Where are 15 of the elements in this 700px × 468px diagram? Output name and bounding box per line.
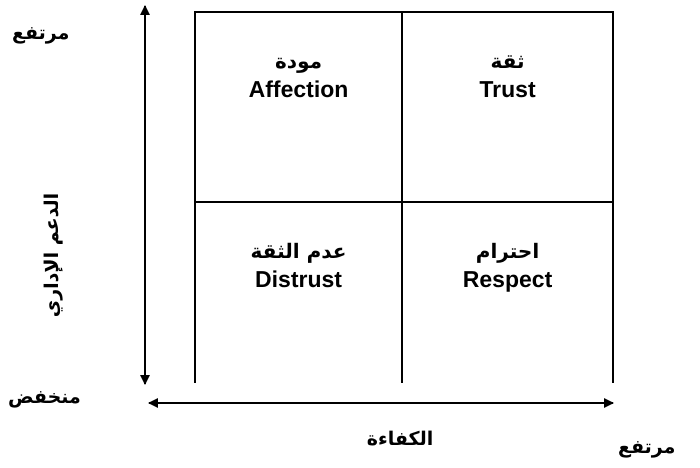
axis-label: الدعم الإداري [40,192,64,318]
axis-label: الكفاءة [366,427,434,452]
arabic-term: مودة [275,48,322,75]
arabic-term: عدم الثقة [250,238,346,265]
axis-label: مرتفع [12,21,70,46]
quadrant-cell [401,11,614,203]
arabic-term: احترام [476,238,540,265]
english-term: Distrust [255,265,342,293]
arabic-term: ثقة [490,48,525,75]
english-term: Respect [462,265,552,293]
english-term: Affection [248,75,348,103]
english-term: Trust [479,75,536,103]
axis-label: مرتفع [618,435,676,460]
quadrant-cell [194,11,403,203]
axis-label: منخفض [8,385,81,410]
